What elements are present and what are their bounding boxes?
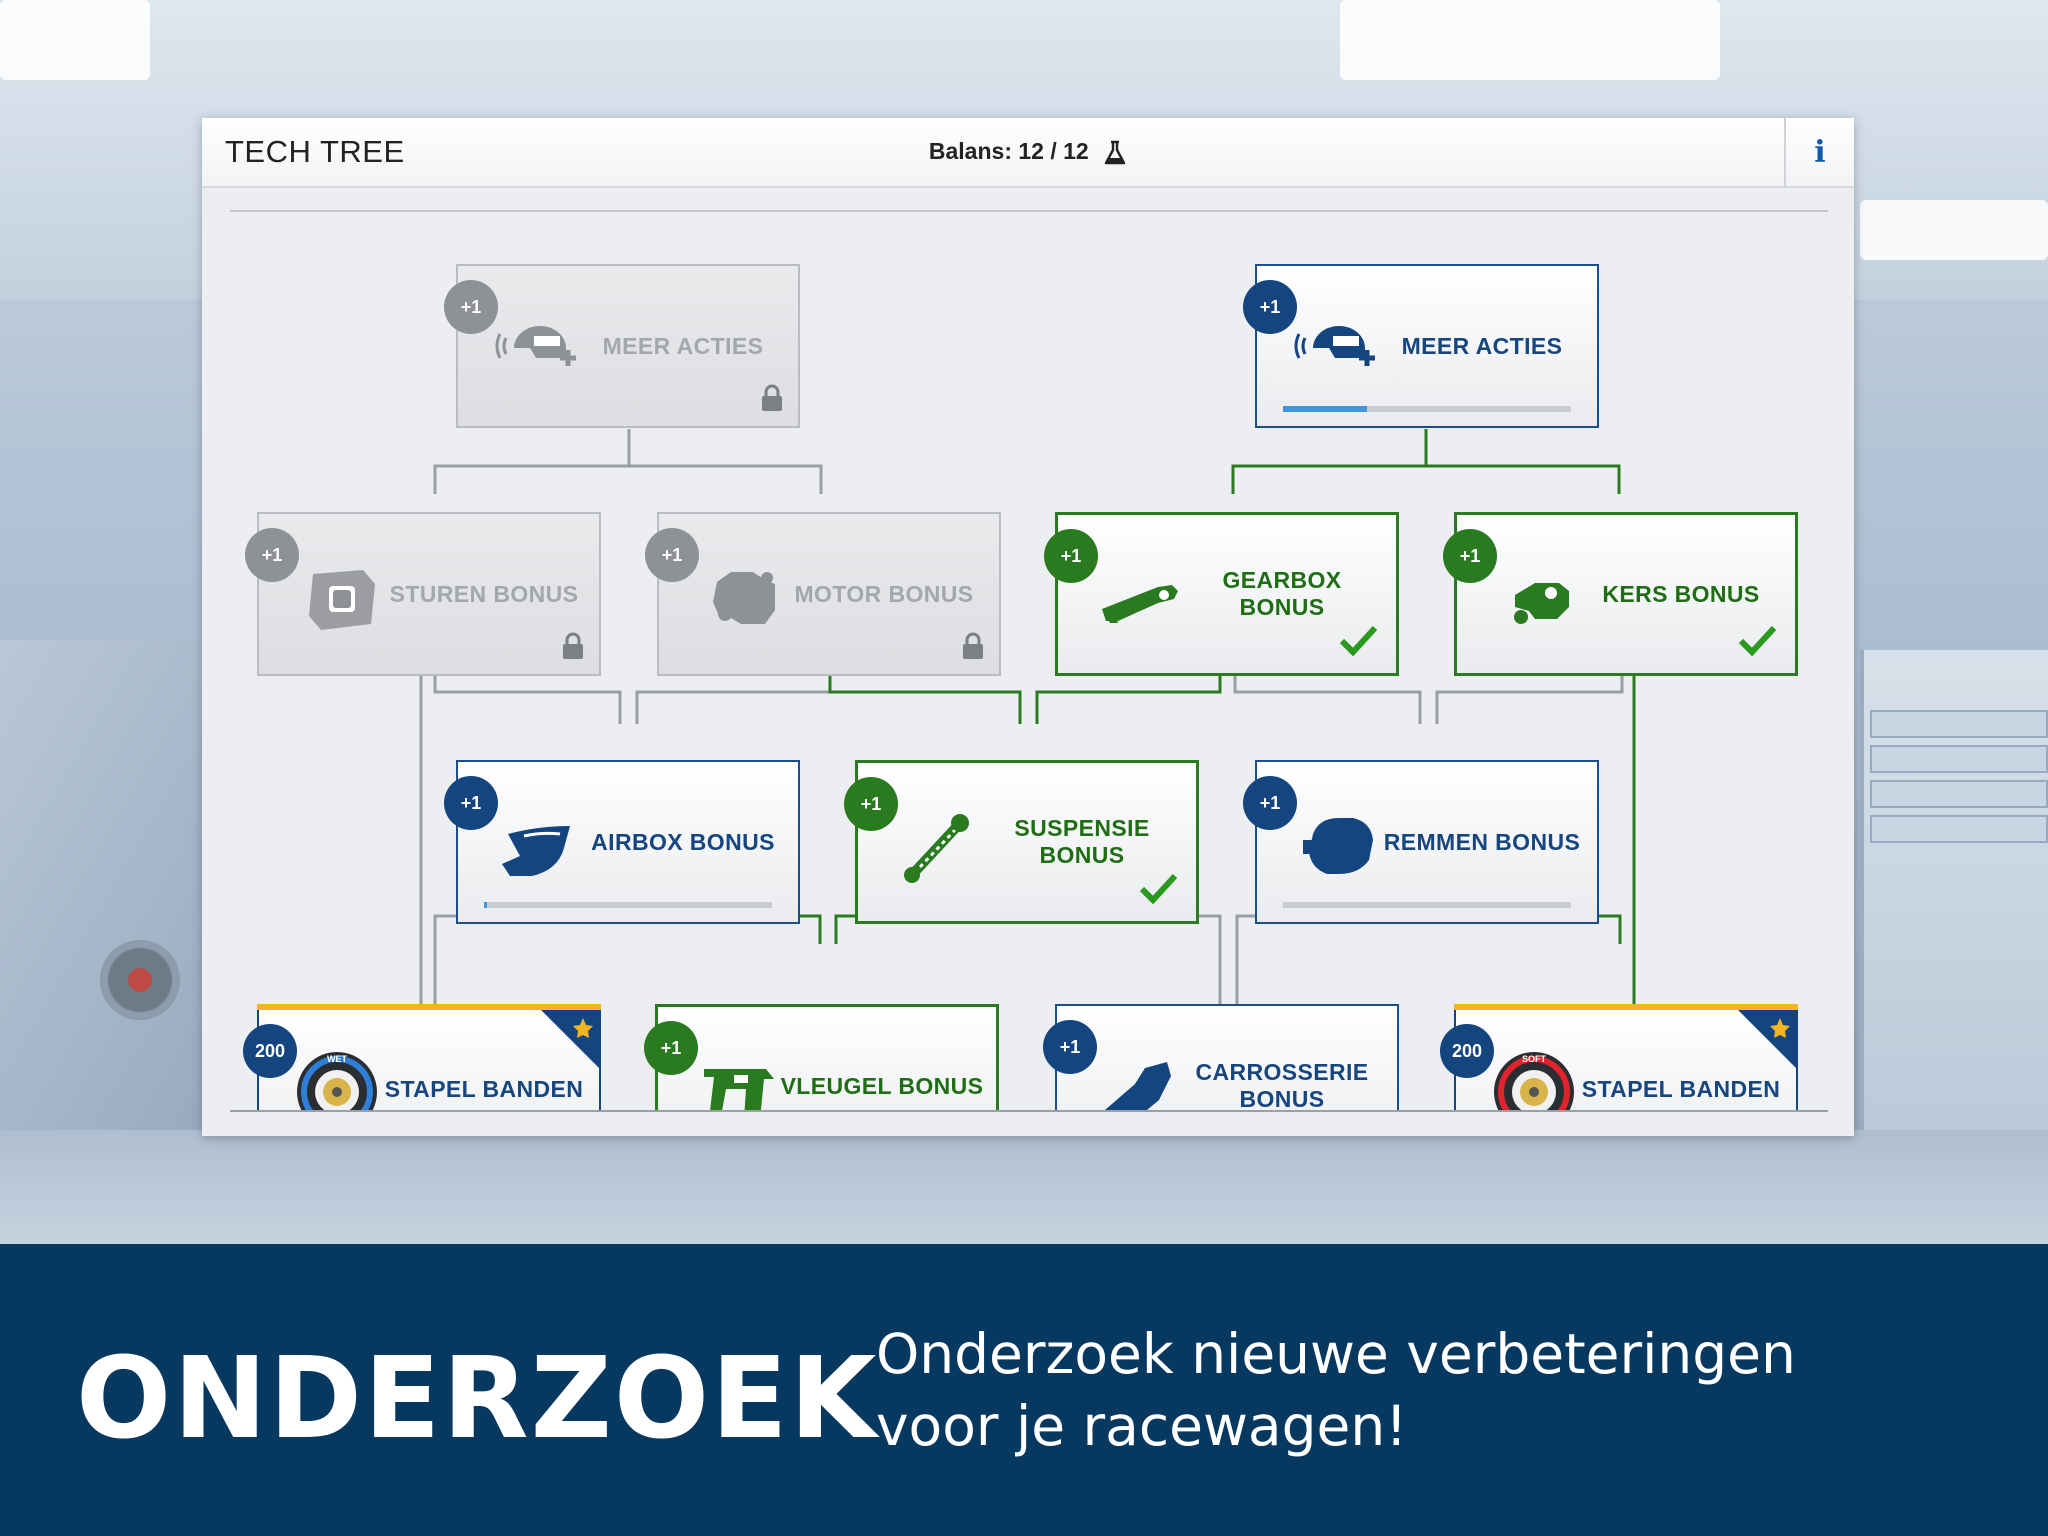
node-label: KERS BONUS <box>1602 580 1760 607</box>
airbox-icon <box>502 826 570 876</box>
node-label: STUREN BONUS <box>389 580 579 607</box>
node-badge: +1 <box>1243 776 1297 830</box>
panel-title: TECH TREE <box>225 134 405 169</box>
ceiling-light <box>1340 0 1720 80</box>
tech-tree-panel: TECH TREE Balans: 12 / 12 i <box>202 118 1854 1136</box>
node-label: STAPEL BANDEN <box>1581 1075 1781 1102</box>
node-label: MEER ACTIES <box>1401 332 1563 359</box>
node-badge: +1 <box>444 776 498 830</box>
node-badge: +1 <box>645 528 699 582</box>
gearbox-icon <box>1102 585 1178 623</box>
node-badge: +1 <box>245 528 299 582</box>
footer-line-2: voor je racewagen! <box>876 1394 1408 1458</box>
info-button[interactable]: i <box>1784 118 1854 188</box>
node-label: SUSPENSIE BONUS <box>1014 815 1150 868</box>
background-drawer <box>1870 780 2048 808</box>
star-corner-icon <box>1738 1010 1798 1070</box>
background-floor <box>0 1130 2048 1245</box>
checkmark-icon <box>1139 873 1178 905</box>
node-label: GEARBOX BONUS <box>1222 567 1342 620</box>
flask-icon <box>1104 140 1126 165</box>
helmet-plus-icon <box>1294 326 1375 366</box>
steering-wheel-icon <box>309 570 375 630</box>
balance-text: Balans: 12 / 12 <box>928 138 1089 164</box>
star-corner-icon <box>541 1010 601 1070</box>
node-label: AIRBOX BONUS <box>591 828 775 855</box>
node-badge: +1 <box>844 777 898 831</box>
background-drawer <box>1870 710 2048 738</box>
kers-icon <box>1514 583 1569 624</box>
node-label: MEER ACTIES <box>602 332 764 359</box>
promo-footer: ONDERZOEK Onderzoek nieuwe verbeteringen… <box>0 1244 2048 1536</box>
lock-icon <box>963 632 983 659</box>
footer-line-1: Onderzoek nieuwe verbeteringen <box>876 1322 1796 1386</box>
background-drawer <box>1870 815 2048 843</box>
engine-icon <box>713 572 775 624</box>
background-cabinet <box>1860 650 2048 1190</box>
body-icon <box>1105 1062 1171 1110</box>
header-divider <box>230 210 1828 212</box>
svg-text:WET: WET <box>327 1054 347 1064</box>
lock-icon <box>563 632 583 659</box>
ceiling-light <box>0 0 150 80</box>
suspension-icon <box>904 814 969 883</box>
research-progress-bar <box>484 902 772 908</box>
node-badge: 200 <box>243 1024 297 1078</box>
tree-bottom-divider <box>230 1110 1828 1112</box>
soft-tyre-icon: SOFT <box>1494 1052 1574 1110</box>
wing-icon <box>704 1069 774 1110</box>
footer-title: ONDERZOEK <box>76 1334 879 1464</box>
node-label: STAPEL BANDEN <box>384 1075 584 1102</box>
checkmark-icon <box>1339 625 1378 657</box>
checkmark-icon <box>1738 625 1777 657</box>
node-badge: +1 <box>1443 529 1497 583</box>
svg-text:SOFT: SOFT <box>1522 1054 1547 1064</box>
node-label: VLEUGEL BONUS <box>780 1072 984 1099</box>
footer-description: Onderzoek nieuwe verbeteringen voor je r… <box>876 1318 1996 1462</box>
node-badge: +1 <box>1243 280 1297 334</box>
node-label: MOTOR BONUS <box>794 580 974 607</box>
panel-header: TECH TREE Balans: 12 / 12 i <box>202 118 1854 188</box>
helmet-plus-icon <box>495 326 576 366</box>
brake-icon <box>1303 818 1373 874</box>
node-badge: 200 <box>1440 1024 1494 1078</box>
background-drawer <box>1870 745 2048 773</box>
research-progress-bar <box>1283 406 1571 412</box>
wet-tyre-icon: WET <box>297 1052 377 1110</box>
node-label: CARROSSERIE BONUS <box>1195 1059 1369 1110</box>
lock-icon <box>762 384 782 411</box>
research-progress-bar <box>1283 902 1571 908</box>
node-badge: +1 <box>1043 1020 1097 1074</box>
node-label: REMMEN BONUS <box>1383 828 1581 855</box>
background-wheel <box>100 940 180 1020</box>
balance-display: Balans: 12 / 12 <box>202 138 1854 166</box>
node-badge: +1 <box>1044 529 1098 583</box>
ceiling-light <box>1860 200 2048 260</box>
node-badge: +1 <box>444 280 498 334</box>
node-badge: +1 <box>644 1021 698 1075</box>
